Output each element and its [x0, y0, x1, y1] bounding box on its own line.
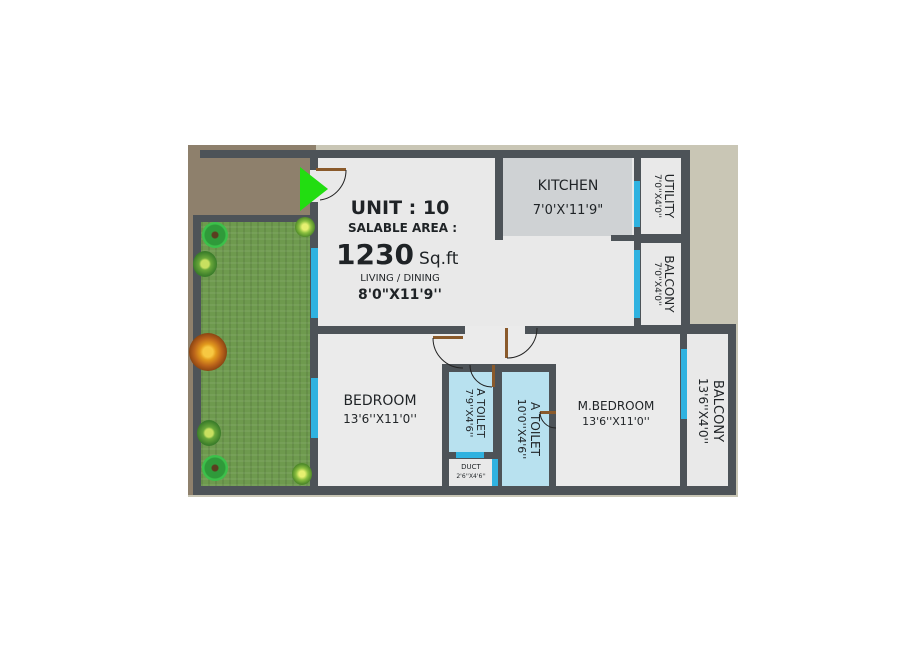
- toilet2-label: A TOILET 10'0''X4'6'': [508, 384, 542, 474]
- flower-bush-icon: [189, 333, 227, 371]
- bedroom-door[interactable]: [433, 336, 463, 339]
- kitchen-room: [503, 158, 632, 236]
- master-bedroom-room: [556, 334, 680, 486]
- kitchen-left-wall: [495, 150, 503, 240]
- toilet2-size: 10'0''X4'6'': [515, 398, 528, 460]
- living-balcony-window: [634, 250, 640, 318]
- kitchen-utility-window: [634, 181, 640, 227]
- area-unit: Sq.ft: [419, 249, 459, 269]
- balcony1-name: BALCONY: [662, 255, 676, 313]
- toilet2-name: A TOILET: [528, 402, 542, 456]
- duct-size: 2'6''X4'6'': [456, 473, 486, 480]
- balcony2-name: BALCONY: [710, 379, 725, 443]
- bedroom-name: BEDROOM: [343, 393, 417, 409]
- shrub-icon: [193, 251, 217, 277]
- duct-name: DUCT: [461, 463, 481, 471]
- bedroom-size: 13'6''X11'0'': [343, 412, 417, 426]
- utility-room: [641, 158, 681, 234]
- balcony1-size: 7'0''X4'0'': [652, 262, 662, 306]
- living-name: LIVING / DINING: [360, 273, 440, 284]
- kitchen-name: KITCHEN: [537, 178, 599, 194]
- mbedroom-door[interactable]: [505, 328, 508, 358]
- shrub-icon: [292, 463, 312, 485]
- utility-label: UTILITY 7'0''X4'0'': [644, 158, 676, 234]
- living-size: 8'0"X11'9'': [358, 287, 442, 303]
- utility-size: 7'0''X4'0'': [652, 174, 662, 218]
- kitchen-bottom-wall: [611, 235, 636, 241]
- living-window: [311, 248, 318, 318]
- toilet1-vent: [456, 452, 484, 458]
- toilet1-name: A TOILET: [474, 388, 487, 438]
- balcony2-size: 13'6''X4'0'': [696, 377, 710, 445]
- entry-arrow-icon: [300, 167, 328, 211]
- balcony1-label: BALCONY 7'0''X4'0'': [644, 241, 676, 327]
- mbedroom-balcony-window: [681, 349, 687, 419]
- toilet1-size: 7'9''X4'6'': [463, 388, 474, 438]
- utility-name: UTILITY: [662, 173, 676, 219]
- balcony2-room: [687, 334, 728, 486]
- bedroom-room: [318, 334, 442, 486]
- salable-area-label: SALABLE AREA :: [347, 221, 458, 235]
- duct-vent: [492, 459, 498, 486]
- toilet1-room: [449, 372, 493, 452]
- shrub-icon: [202, 222, 228, 248]
- toilet2-room: [502, 372, 549, 486]
- corridor-opening: [465, 326, 525, 334]
- area-number: 1230: [336, 238, 414, 271]
- master-bedroom-size: 13'6''X11'0'': [582, 415, 650, 428]
- entry-door[interactable]: [316, 168, 346, 171]
- kitchen-size: 7'0'X'11'9": [532, 203, 604, 218]
- toilet1-door[interactable]: [492, 365, 495, 387]
- corridor: [442, 334, 556, 364]
- duct-room: [449, 459, 493, 486]
- balcony2-label: BALCONY 13'6''X4'0'': [691, 360, 725, 462]
- shrub-icon: [197, 420, 221, 446]
- unit-title: UNIT : 10: [350, 197, 450, 219]
- master-bedroom-name: M.BEDROOM: [577, 399, 655, 413]
- balcony1-room: [641, 243, 681, 325]
- shrub-icon: [202, 455, 228, 481]
- toilet1-label: A TOILET 7'9''X4'6'': [455, 373, 487, 453]
- bedroom-window: [311, 378, 318, 438]
- shrub-icon: [295, 217, 315, 237]
- area-value: 1230 Sq.ft: [336, 238, 486, 271]
- toilet2-door[interactable]: [540, 411, 556, 414]
